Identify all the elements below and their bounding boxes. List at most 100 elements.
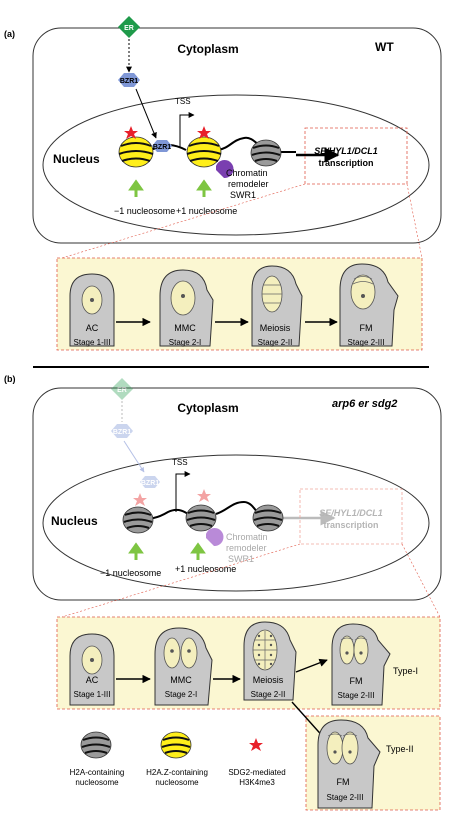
tss-arrow bbox=[175, 471, 191, 512]
bzr1-nuc-label: BZR1 bbox=[141, 480, 159, 487]
stage-cell-label: Meiosis bbox=[260, 323, 291, 333]
panel-a-label: (a) bbox=[4, 29, 15, 39]
remodeler-label-1: Chromatin bbox=[226, 532, 268, 542]
green-arrow-icon bbox=[128, 542, 144, 560]
bzr1-cyto-label: BZR1 bbox=[120, 78, 138, 85]
red-star-icon bbox=[197, 126, 211, 139]
tss-label: TSS bbox=[175, 97, 191, 106]
remodeler-label-3: SWR1 bbox=[228, 554, 254, 564]
cytoplasm-label: Cytoplasm bbox=[177, 401, 238, 415]
gray-nucleosome-icon bbox=[252, 504, 284, 532]
remodeler-label-3: SWR1 bbox=[230, 190, 256, 200]
stage-cell-label: Meiosis bbox=[253, 675, 284, 685]
transcription-label: transcription bbox=[318, 158, 373, 168]
remodeler-label-2: remodeler bbox=[228, 179, 269, 189]
panel-a: (a) Cytoplasm WT Nucleus ER BZR1 TSS bbox=[4, 16, 442, 351]
ovule-mmc bbox=[154, 627, 213, 706]
plus1-label: +1 nucleosome bbox=[175, 564, 236, 574]
green-arrow-icon bbox=[190, 542, 206, 560]
bzr1-nuc-icon: BZR1 bbox=[152, 140, 172, 152]
ovule-fm-type-ii bbox=[317, 719, 381, 809]
bzr1-cyto-label: BZR1 bbox=[113, 429, 131, 436]
red-star-icon bbox=[249, 738, 263, 751]
condition-label: arp6 er sdg2 bbox=[332, 398, 397, 410]
swr1-remodeler-icon bbox=[206, 528, 224, 547]
bzr1-cyto-icon: BZR1 bbox=[118, 73, 140, 87]
yellow-nucleosome-icon bbox=[186, 136, 222, 168]
green-arrow-icon bbox=[128, 179, 144, 197]
er-diamond-icon: ER bbox=[111, 378, 133, 400]
stage-cell-label: AC bbox=[86, 323, 99, 333]
ovule-ac bbox=[69, 273, 115, 347]
genes-label: SE/HYL1/DCL1 bbox=[314, 146, 378, 156]
legend-label: nucleosome bbox=[155, 778, 199, 787]
red-star-icon bbox=[124, 126, 138, 139]
stage-label: Stage 2-III bbox=[348, 338, 385, 347]
legend-label: H3K4me3 bbox=[239, 778, 275, 787]
stage-label: Stage 2-II bbox=[251, 690, 286, 699]
ovule-meiosis bbox=[243, 621, 297, 701]
bzr1-import-arrow bbox=[135, 88, 157, 139]
swr1-remodeler-icon bbox=[216, 160, 234, 179]
nucleus-label: Nucleus bbox=[51, 514, 98, 528]
yellow-nucleosome-icon bbox=[160, 731, 192, 759]
legend-label: nucleosome bbox=[75, 778, 119, 787]
type-label: Type-I bbox=[393, 666, 418, 676]
cell-outline bbox=[32, 27, 442, 244]
minus1-label: −1 nucleosome bbox=[114, 206, 175, 216]
gene-box bbox=[299, 488, 403, 545]
ovule-fm-type-i bbox=[331, 623, 391, 706]
stage-cell-label: FM bbox=[360, 323, 373, 333]
ovule-fm bbox=[339, 263, 399, 347]
stage-label: Stage 2-III bbox=[327, 793, 364, 802]
plus1-label: +1 nucleosome bbox=[176, 206, 237, 216]
stage-label: Stage 1-III bbox=[74, 338, 111, 347]
remodeler-label-1: Chromatin bbox=[226, 168, 268, 178]
cytoplasm-label: Cytoplasm bbox=[177, 42, 238, 56]
gray-nucleosome-icon bbox=[185, 504, 217, 532]
legend-label: SDG2-mediated bbox=[228, 768, 285, 777]
legend-label: H2A.Z-containing bbox=[146, 768, 208, 777]
er-diamond-icon: ER bbox=[118, 16, 140, 38]
type-label: Type-II bbox=[386, 744, 414, 754]
ovule-meiosis bbox=[251, 265, 303, 347]
zoom-line-right bbox=[401, 543, 441, 618]
green-arrow-icon bbox=[196, 179, 212, 197]
stage-cell-label: FM bbox=[350, 676, 363, 686]
gray-nucleosome-icon bbox=[122, 506, 154, 534]
zoom-line-left bbox=[61, 183, 306, 259]
legend: H2A-containing nucleosome H2A.Z-containi… bbox=[70, 731, 286, 787]
gray-nucleosome-icon bbox=[250, 139, 282, 167]
legend-label: H2A-containing bbox=[70, 768, 125, 777]
gene-box bbox=[304, 127, 408, 185]
stage-label: Stage 2-III bbox=[338, 691, 375, 700]
tss-label: TSS bbox=[172, 458, 188, 467]
red-star-icon bbox=[197, 489, 211, 502]
nucleus-label: Nucleus bbox=[53, 152, 100, 166]
condition-label: WT bbox=[375, 40, 394, 54]
nucleus-outline bbox=[42, 94, 430, 236]
bzr1-cyto-icon: BZR1 bbox=[111, 424, 133, 438]
ovule-mmc bbox=[159, 269, 214, 347]
bzr1-nuc-icon: BZR1 bbox=[140, 476, 160, 488]
ovule-ac bbox=[69, 633, 115, 706]
nucleus-outline bbox=[42, 454, 430, 592]
stage-label: Stage 2-II bbox=[258, 338, 293, 347]
tss-arrow bbox=[179, 112, 195, 148]
yellow-nucleosome-icon bbox=[118, 136, 154, 168]
minus1-label: −1 nucleosome bbox=[100, 568, 161, 578]
er-label: ER bbox=[124, 25, 134, 32]
stage-cell-label: FM bbox=[337, 777, 350, 787]
stage-cell-label: MMC bbox=[174, 323, 196, 333]
red-star-icon bbox=[133, 493, 147, 506]
zoom-line-left bbox=[61, 543, 301, 618]
er-label: ER bbox=[117, 387, 127, 394]
bzr1-nuc-label: BZR1 bbox=[153, 144, 171, 151]
stage-cell-label: AC bbox=[86, 675, 99, 685]
gray-nucleosome-icon bbox=[80, 731, 112, 759]
transcription-label: transcription bbox=[323, 520, 378, 530]
stage-label: Stage 1-III bbox=[74, 690, 111, 699]
stage-arrow bbox=[295, 658, 328, 673]
cell-outline bbox=[32, 387, 442, 601]
